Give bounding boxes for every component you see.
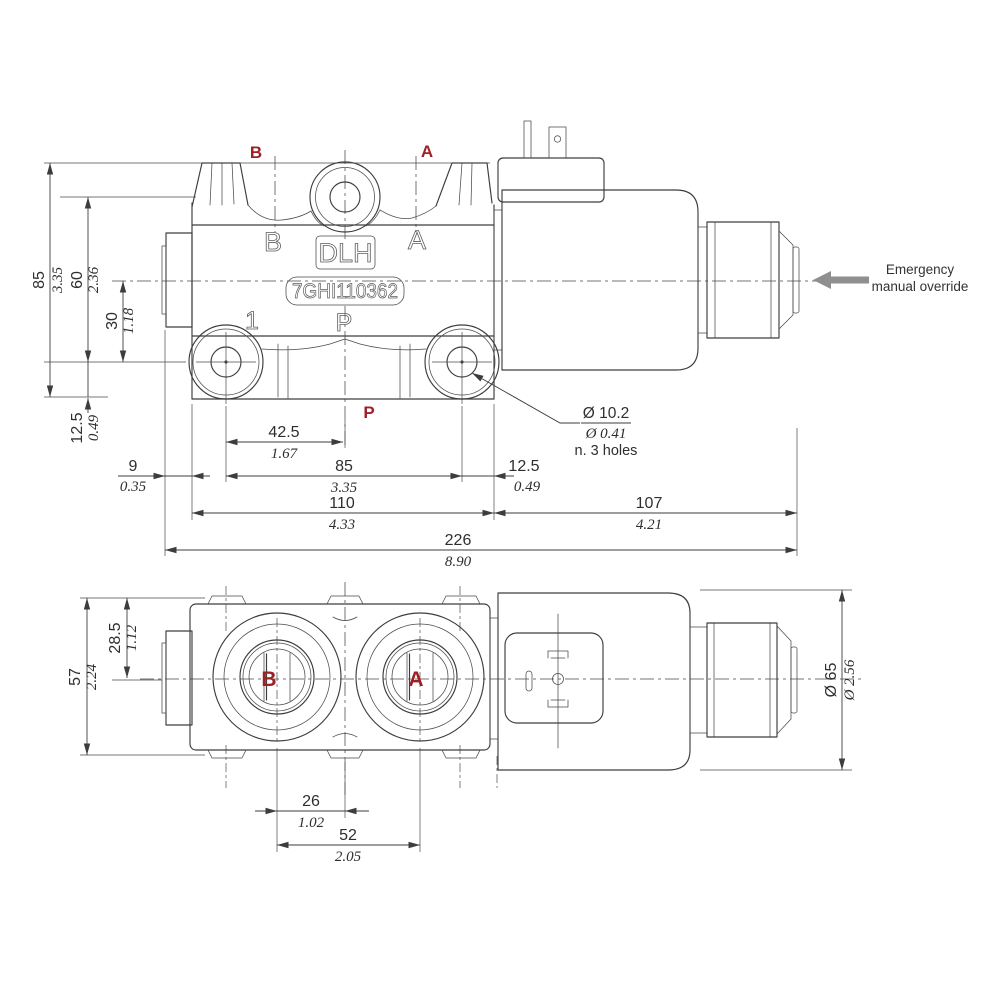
port-1-cast: 1 (245, 307, 259, 335)
port-b-red-bottom: B (261, 668, 276, 691)
dim-110-mm: 110 (329, 495, 355, 512)
dim-9-mm: 9 (129, 458, 138, 475)
port-a-cast: A (408, 225, 426, 255)
override-annotation: Emergency manual override (813, 262, 968, 294)
pin-hole (553, 135, 562, 143)
dim-85h-mm: 85 (335, 458, 353, 475)
side-port-labels: B A P B A P 1 (245, 142, 433, 422)
dim-226-mm: 226 (445, 532, 472, 549)
side-dimensions: 85 3.35 60 2.36 30 1.18 12.5 0.49 42.5 1… (31, 163, 797, 570)
dim-110-in: 4.33 (329, 517, 355, 533)
port-p-cast: P (336, 309, 353, 337)
solenoid-bottom (489, 592, 798, 771)
connector-bracket-bottom (547, 699, 569, 708)
side-extension-lines (44, 162, 798, 556)
connector-bracket-top (547, 650, 569, 659)
override-knob-bottom (706, 622, 778, 738)
dim-65-in: Ø 2.56 (842, 659, 858, 701)
part-number: 7GHI110362 (292, 280, 398, 303)
dim-60v-mm: 60 (69, 271, 86, 289)
brand-plate (315, 235, 376, 270)
dim-30v-mm: 30 (104, 312, 121, 330)
dim-285-in: 1.12 (124, 624, 140, 651)
callout-diameter-mm: Ø 10.2 (583, 405, 630, 422)
connector-pin-2 (548, 126, 567, 159)
dim-125h-in: 0.49 (514, 479, 541, 495)
valve-body-bottom: B A (161, 595, 491, 759)
bottom-view: B A (67, 582, 862, 865)
dim-65-mm: Ø 65 (823, 663, 840, 698)
callout-note: n. 3 holes (575, 443, 638, 459)
dim-26-in: 1.02 (298, 815, 325, 831)
dim-425-mm: 42.5 (268, 424, 299, 441)
callout-diameter-in: Ø 0.41 (585, 426, 627, 442)
override-arrow-icon (813, 271, 869, 289)
dim-52-in: 2.05 (335, 849, 362, 865)
dim-226-in: 8.90 (445, 554, 472, 570)
dim-85v-in: 3.35 (50, 266, 66, 294)
dim-107-in: 4.21 (636, 517, 662, 533)
dim-425-in: 1.67 (271, 446, 299, 462)
connector-pin-1 (523, 120, 532, 159)
dim-125v-in: 0.49 (86, 414, 102, 441)
dim-9-in: 0.35 (120, 479, 147, 495)
port-b-cast: B (264, 227, 282, 257)
override-label-line2: manual override (872, 279, 969, 294)
dim-107-mm: 107 (636, 495, 663, 512)
nameplates: DLH 7GHI110362 (285, 235, 405, 306)
dim-85v-mm: 85 (31, 271, 48, 289)
side-view: Emergency manual override DLH 7GHI110362… (31, 120, 968, 570)
dim-52-mm: 52 (339, 827, 357, 844)
port-b-red: B (250, 143, 262, 162)
port-p-red: P (363, 403, 374, 422)
dim-30v-in: 1.18 (121, 307, 137, 334)
dim-60v-in: 2.36 (86, 266, 102, 293)
brand-label: DLH (318, 238, 372, 268)
dim-57-mm: 57 (67, 668, 84, 686)
port-a-red: A (421, 142, 433, 161)
port-a-red-bottom: A (408, 668, 423, 691)
dim-125v-mm: 12.5 (69, 412, 86, 443)
dim-57-in: 2.24 (84, 663, 100, 690)
dim-85h-in: 3.35 (330, 480, 358, 496)
hole-callout: Ø 10.2 Ø 0.41 n. 3 holes (471, 372, 638, 459)
bottom-extension-lines (80, 589, 852, 852)
bottom-dimensions: 57 2.24 28.5 1.12 26 1.02 52 2.05 Ø 65 Ø… (67, 590, 858, 865)
bottom-view-centerlines (140, 582, 862, 795)
solenoid-side (493, 120, 800, 371)
override-knob-side (706, 221, 780, 339)
dim-26-mm: 26 (302, 793, 320, 810)
connector-slot (525, 670, 533, 692)
din-connector-bottom (504, 632, 604, 724)
dim-125h-mm: 12.5 (508, 458, 539, 475)
dim-285-mm: 28.5 (107, 622, 124, 653)
part-number-plate (285, 276, 405, 306)
override-label-line1: Emergency (886, 262, 955, 277)
